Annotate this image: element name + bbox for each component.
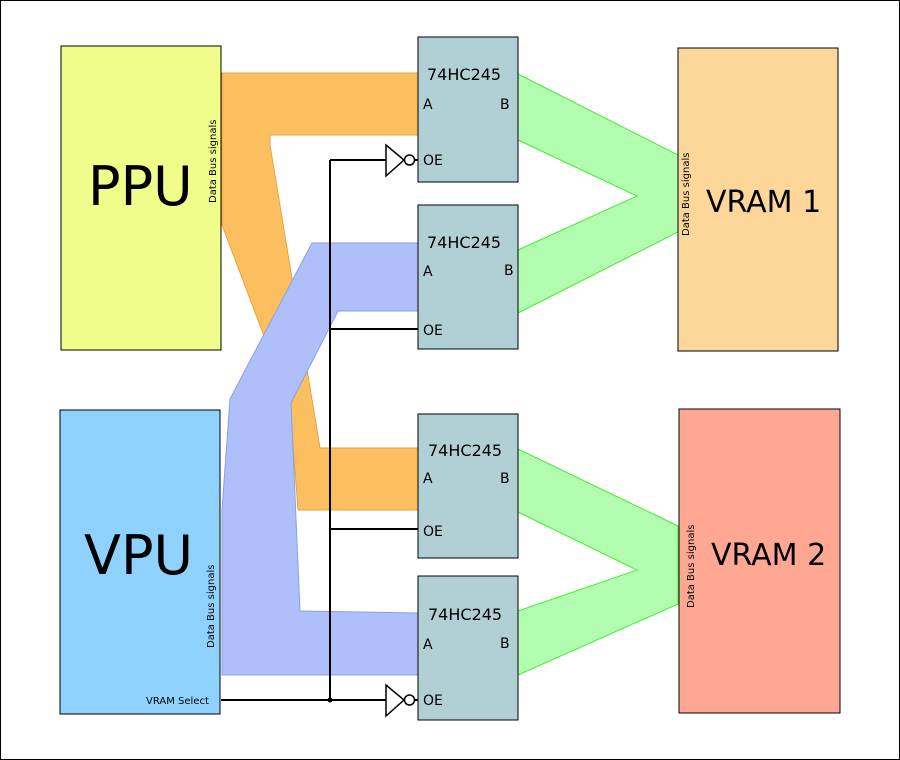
vpu-title: VPU [84, 524, 193, 587]
chip-pin-a: A [423, 97, 433, 113]
chip-pin-oe: OE [423, 323, 443, 339]
vram2-bus-label: Data Bus signals [686, 525, 697, 608]
vram1-title: VRAM 1 [706, 185, 821, 220]
chip-pin-a: A [423, 471, 433, 487]
chip-part-label: 74HC245 [428, 441, 502, 460]
ppu-bus-label: Data Bus signals [208, 120, 219, 203]
chip-pin-a: A [423, 637, 433, 653]
buffer-chip: 74HC245 A B OE [417, 36, 519, 183]
chip-pin-oe: OE [423, 693, 443, 709]
chip-pin-oe: OE [423, 153, 443, 169]
vpu-bus-label: Data Bus signals [206, 565, 217, 648]
chip-pin-b: B [500, 636, 510, 652]
vram1-bus-label: Data Bus signals [681, 153, 692, 236]
vram-select-wiring [221, 159, 418, 701]
chip-pin-b: B [504, 263, 514, 279]
chip-pin-b: B [500, 471, 510, 487]
inverter-gate [385, 143, 416, 178]
chip-part-label: 74HC245 [427, 233, 501, 252]
chip-pin-oe: OE [423, 524, 443, 540]
chip-part-label: 74HC245 [428, 605, 502, 624]
vram2-block [678, 408, 841, 714]
vram1-block [677, 47, 839, 352]
chip-pin-a: A [423, 264, 433, 280]
wire-junction [327, 697, 333, 703]
buffer-chip: 74HC245 A B OE [417, 413, 519, 559]
buffer-chip: 74HC245 A B OE [417, 575, 519, 721]
buffer-chip: 74HC245 A B OE [417, 204, 519, 350]
vpu-block [59, 409, 221, 715]
ppu-block [60, 45, 222, 351]
vram-select-label: VRAM Select [146, 696, 209, 707]
chip-pin-b: B [500, 97, 510, 113]
chip-part-label: 74HC245 [427, 65, 501, 84]
ppu-title: PPU [88, 155, 193, 218]
inverter-gate [385, 683, 416, 718]
vram2-title: VRAM 2 [711, 538, 826, 573]
